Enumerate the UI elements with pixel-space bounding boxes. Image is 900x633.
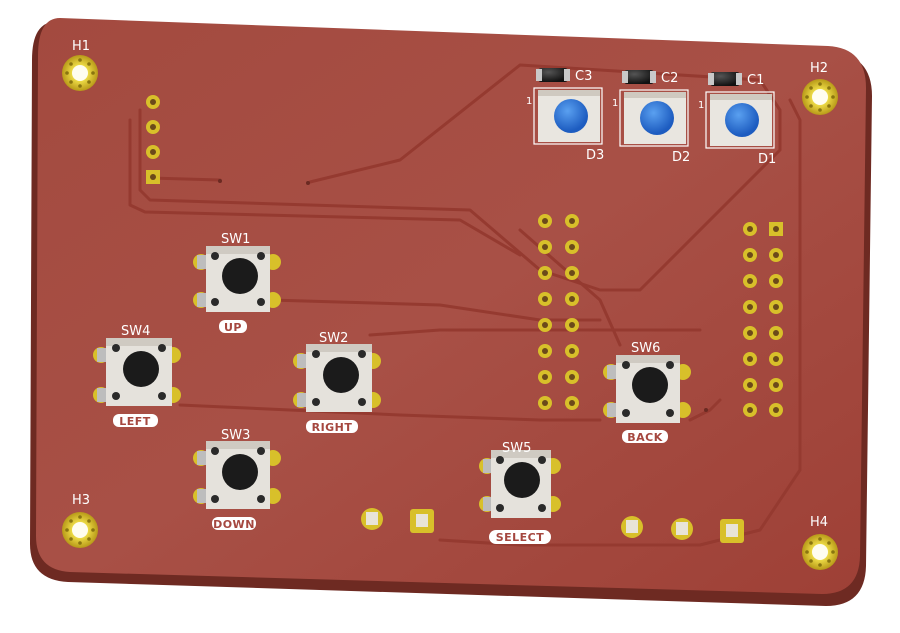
switch-sw4[interactable] (93, 338, 181, 406)
switch-pill-sw4 (113, 414, 158, 427)
connector-pads-bottom-left (361, 508, 434, 533)
led-d2 (619, 70, 689, 147)
switch-sw6[interactable] (603, 355, 691, 423)
switch-label-sw6: BACK (627, 431, 663, 444)
switch-sw5[interactable] (479, 450, 561, 518)
switch-label-sw3: DOWN (213, 518, 255, 531)
cap-label-c1: C1 (747, 73, 764, 88)
vias (218, 179, 708, 412)
switch-label-sw5: SELECT (496, 531, 545, 544)
connector-pads-bottom-right (621, 516, 744, 543)
switch-pill-sw5 (489, 530, 551, 544)
switch-pill-sw3 (212, 517, 256, 530)
switch-ref-sw6: SW6 (631, 341, 660, 356)
led-d1 (705, 72, 775, 149)
switch-pill-sw2 (306, 420, 358, 433)
mounting-hole-h3 (62, 512, 98, 548)
mounting-hole-h2 (802, 79, 838, 115)
mounting-hole-h4 (802, 534, 838, 570)
led-d3 (533, 68, 603, 145)
switch-label-sw4: LEFT (119, 415, 151, 428)
switch-sw3[interactable] (193, 441, 281, 509)
switch-pill-sw1 (219, 320, 247, 333)
hole-label-h2: H2 (810, 61, 828, 76)
mounting-hole-h1 (62, 55, 98, 91)
switch-sw2[interactable] (293, 344, 381, 412)
led-label-d2: D2 (672, 150, 690, 165)
switch-ref-sw2: SW2 (319, 331, 348, 346)
switch-pill-sw6 (622, 430, 668, 443)
switch-ref-sw3: SW3 (221, 428, 250, 443)
switch-label-sw1: UP (224, 321, 242, 334)
switch-ref-sw1: SW1 (221, 232, 250, 247)
switch-label-sw2: RIGHT (312, 421, 353, 434)
switch-ref-sw5: SW5 (502, 441, 531, 456)
pin1-label-d1: 1 (698, 100, 704, 111)
hole-label-h4: H4 (810, 515, 828, 530)
led-label-d1: D1 (758, 152, 776, 167)
pin-header-4 (146, 95, 160, 184)
pin1-label-d3: 1 (526, 96, 532, 107)
switch-ref-sw4: SW4 (121, 324, 150, 339)
hole-label-h3: H3 (72, 493, 90, 508)
cap-label-c2: C2 (661, 71, 678, 86)
pin1-label-d2: 1 (612, 98, 618, 109)
copper-traces (128, 63, 802, 547)
hole-label-h1: H1 (72, 39, 90, 54)
led-label-d3: D3 (586, 148, 604, 163)
switch-sw1[interactable] (193, 246, 281, 312)
cap-label-c3: C3 (575, 69, 592, 84)
